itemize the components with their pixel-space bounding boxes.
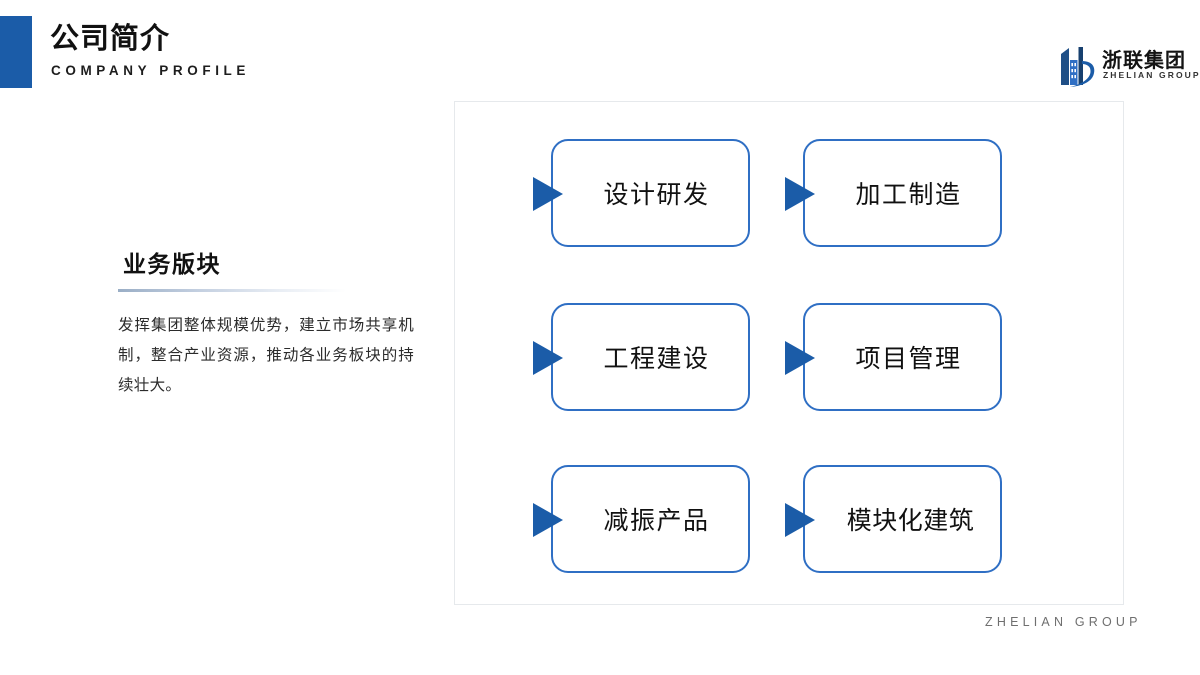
sector-card-box[interactable]: 工程建设	[551, 303, 750, 411]
sector-card-5[interactable]: 减振产品	[533, 465, 750, 573]
business-sectors-intro: 业务版块 发挥集团整体规模优势，建立市场共享机制，整合产业资源，推动各业务板块的…	[118, 248, 414, 401]
sector-card-box[interactable]: 模块化建筑	[803, 465, 1002, 573]
sector-card-box[interactable]: 减振产品	[551, 465, 750, 573]
sector-card-label: 工程建设	[603, 344, 710, 373]
sector-card-6[interactable]: 模块化建筑	[785, 465, 1002, 573]
header-accent-bar	[0, 16, 32, 88]
sector-card-label: 减振产品	[603, 506, 710, 535]
sector-card-box[interactable]: 项目管理	[803, 303, 1002, 411]
triangle-right-icon	[533, 341, 563, 375]
heading-underline	[118, 289, 346, 292]
sector-card-label: 模块化建筑	[846, 506, 975, 535]
page-subtitle: COMPANY PROFILE	[51, 63, 251, 78]
logo-name-cn: 浙联集团	[1102, 48, 1186, 72]
sector-card-box[interactable]: 加工制造	[803, 139, 1002, 247]
triangle-right-icon	[785, 503, 815, 537]
triangle-right-icon	[785, 177, 815, 211]
page-title: 公司简介	[50, 23, 171, 55]
sectors-grid: 设计研发 加工制造 工程建设 项目管理 减振产品	[454, 101, 1124, 605]
triangle-right-icon	[533, 177, 563, 211]
sector-card-box[interactable]: 设计研发	[551, 139, 750, 247]
sector-card-2[interactable]: 加工制造	[785, 139, 1002, 247]
sector-card-label: 加工制造	[855, 180, 962, 209]
logo-name-en: ZHELIAN GROUP	[1103, 70, 1200, 80]
triangle-right-icon	[785, 341, 815, 375]
sector-card-label: 项目管理	[855, 344, 962, 373]
section-body-text: 发挥集团整体规模优势，建立市场共享机制，整合产业资源，推动各业务板块的持续壮大。	[118, 317, 414, 394]
triangle-right-icon	[533, 503, 563, 537]
company-logo: 浙联集团 ZHELIAN GROUP	[1058, 42, 1199, 92]
sector-card-1[interactable]: 设计研发	[533, 139, 750, 247]
building-swoosh-icon	[1061, 47, 1095, 87]
sector-card-4[interactable]: 项目管理	[785, 303, 1002, 411]
sector-card-label: 设计研发	[603, 180, 710, 209]
section-heading: 业务版块	[123, 251, 221, 277]
footer-brand: ZHELIAN GROUP	[985, 615, 1142, 629]
sector-card-3[interactable]: 工程建设	[533, 303, 750, 411]
